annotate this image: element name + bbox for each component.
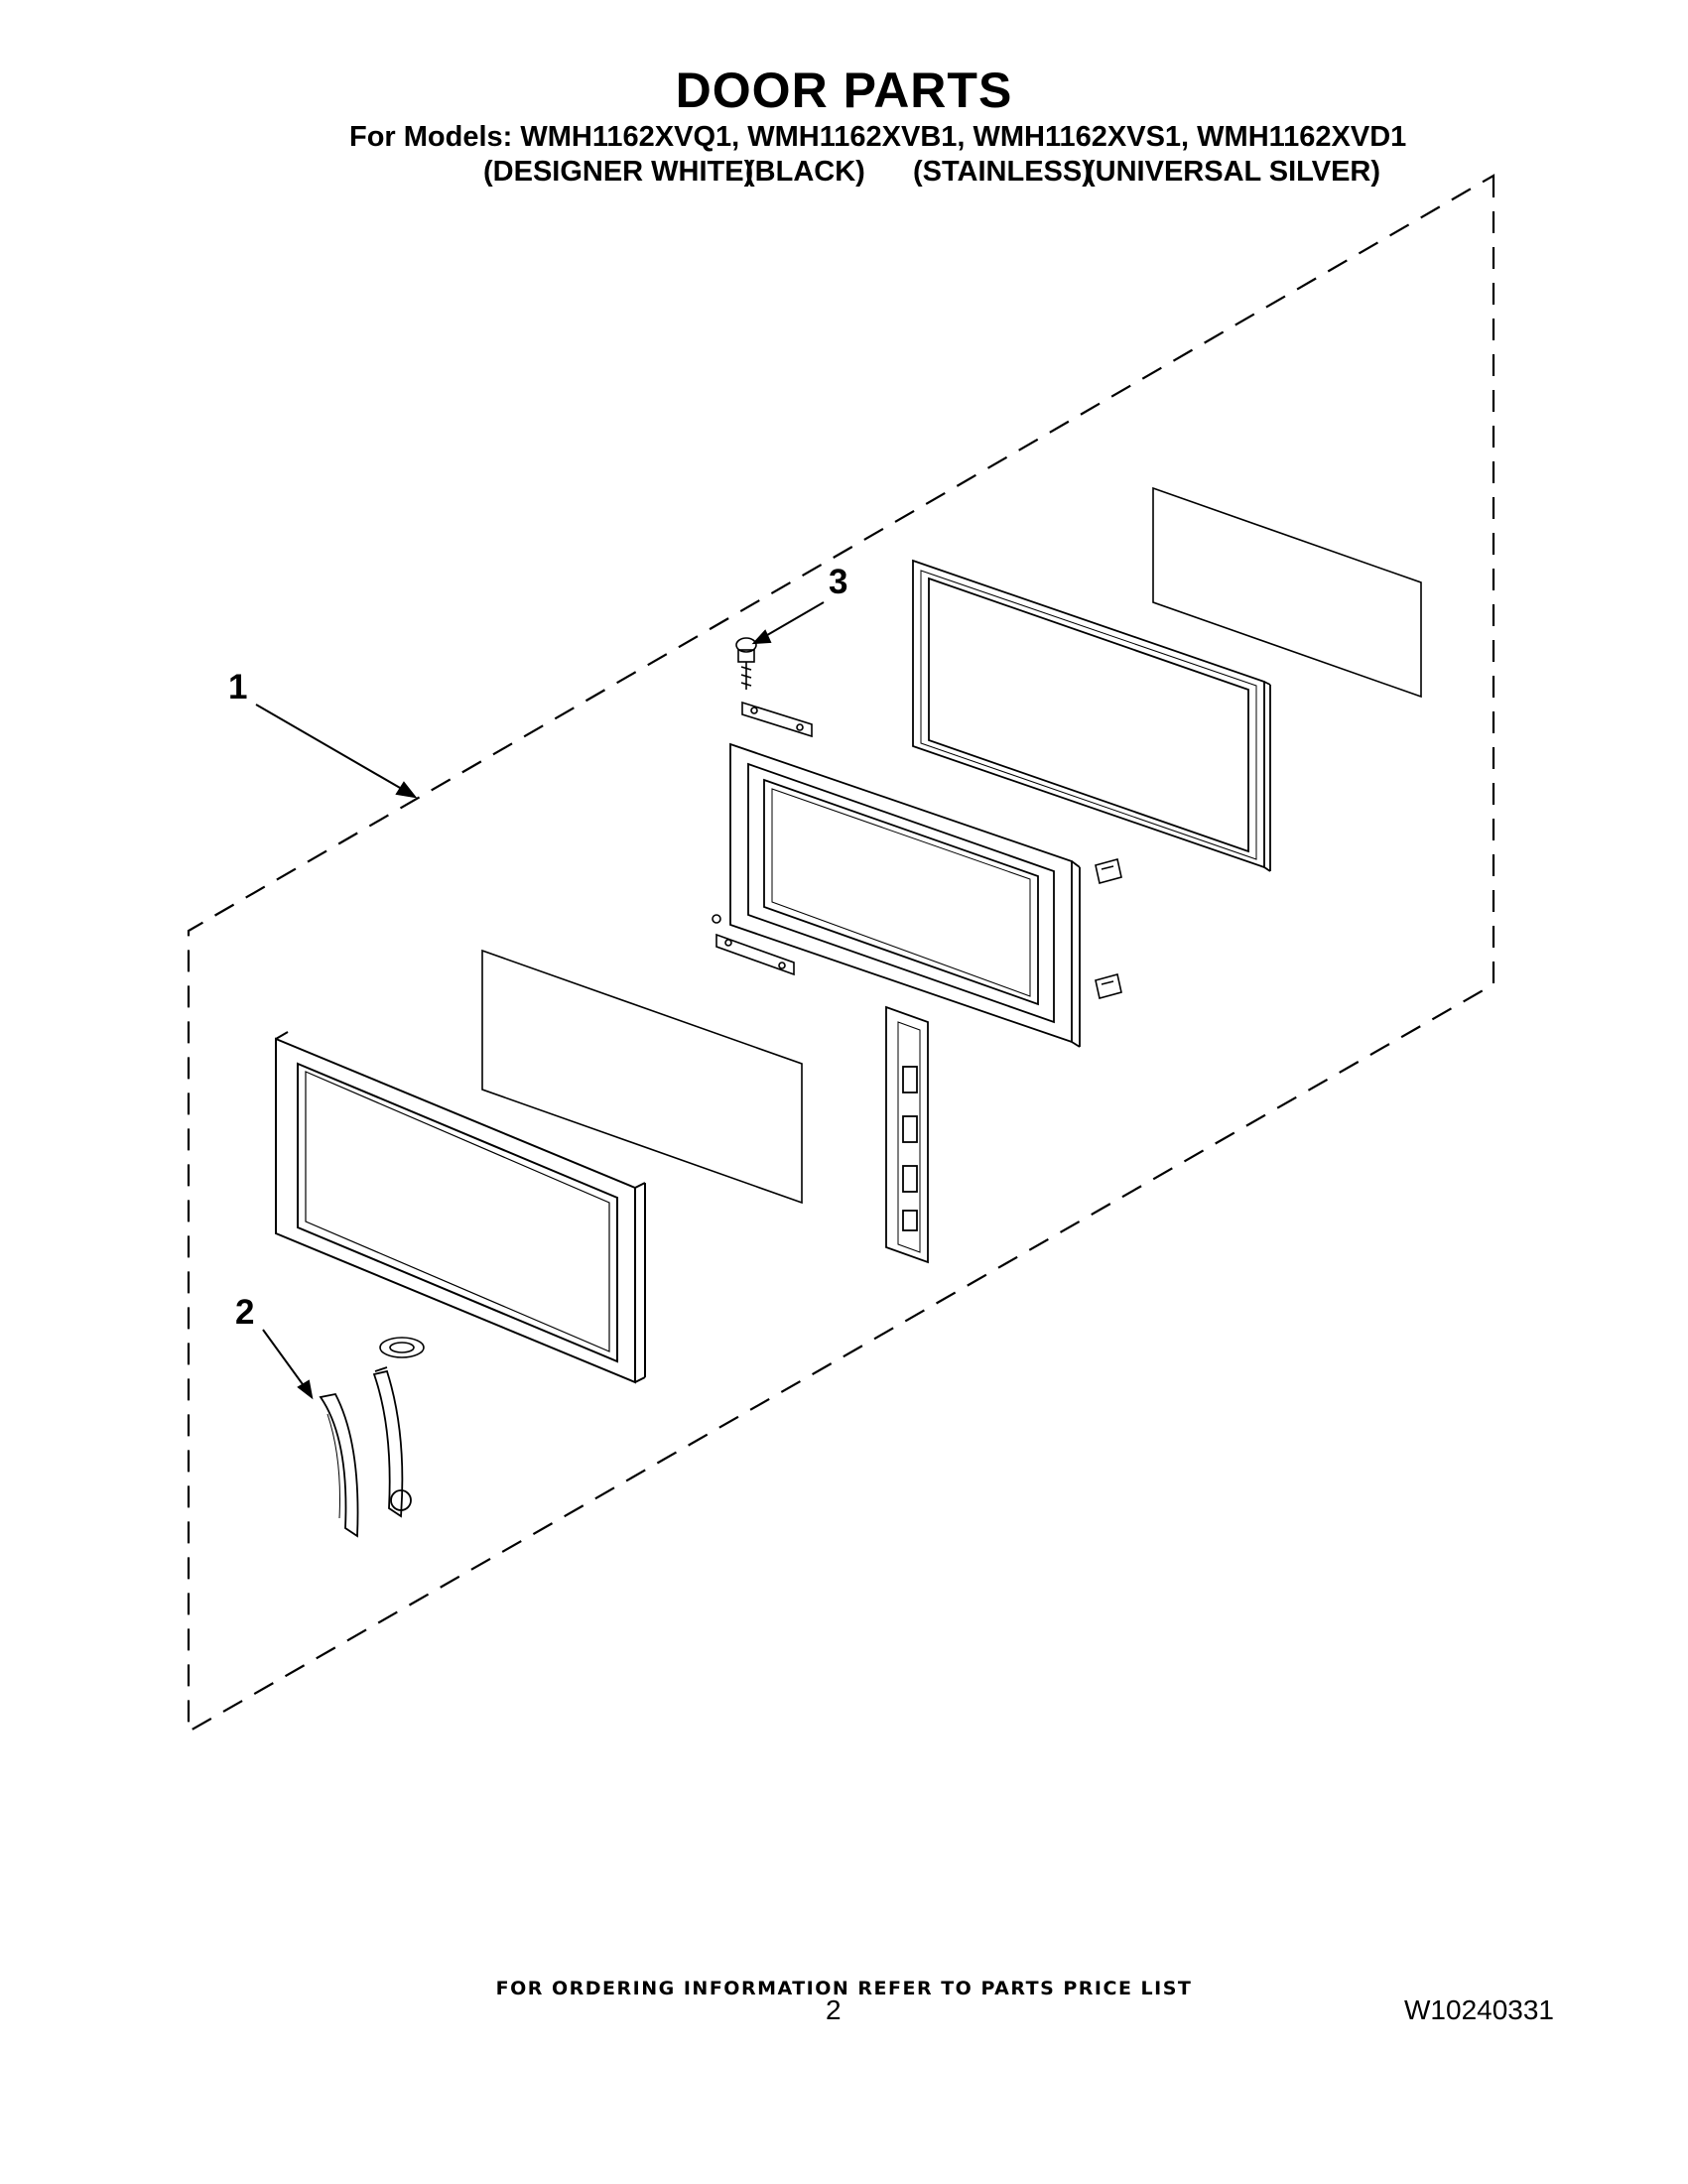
latch-housing [885,1005,929,1264]
hinge-bracket-lower [712,914,795,976]
door-frame-outer [912,559,1271,872]
latch-clip-lower [1095,973,1122,999]
document-number: W10240331 [1404,1994,1555,2025]
logo-badge [379,1337,425,1358]
door-frame-inner [729,742,1081,1048]
finish-universal-silver: (UNIVERSAL SILVER) [1086,156,1381,188]
screw-part [735,637,757,690]
finish-black: (BLACK) [745,156,865,188]
models-line: For Models: WMH1162XVQ1, WMH1162XVB1, WM… [349,121,1407,153]
door-panel [275,1031,646,1384]
page-title: DOOR PARTS [675,63,1013,118]
ordering-information-note: FOR ORDERING INFORMATION REFER TO PARTS … [495,1978,1193,1999]
callout-leader-2 [262,1329,314,1400]
finish-stainless: (STAINLESS) [913,156,1092,188]
glass-sheet-upper [1152,486,1422,699]
latch-clip-upper [1095,858,1122,884]
page-number: 2 [826,1994,842,2025]
callout-leader-3 [751,601,825,645]
assembly-boundary [187,174,1495,1734]
callout-label-3: 3 [829,563,848,601]
callout-leader-1 [255,704,418,799]
glass-sheet-lower [481,949,803,1205]
callout-label-2: 2 [235,1293,255,1332]
door-handle [319,1392,359,1538]
hinge-bracket-upper [741,701,813,738]
handle-mounting-bracket [372,1366,412,1518]
callout-label-1: 1 [228,668,248,707]
finish-designer-white: (DESIGNER WHITE) [483,156,754,188]
